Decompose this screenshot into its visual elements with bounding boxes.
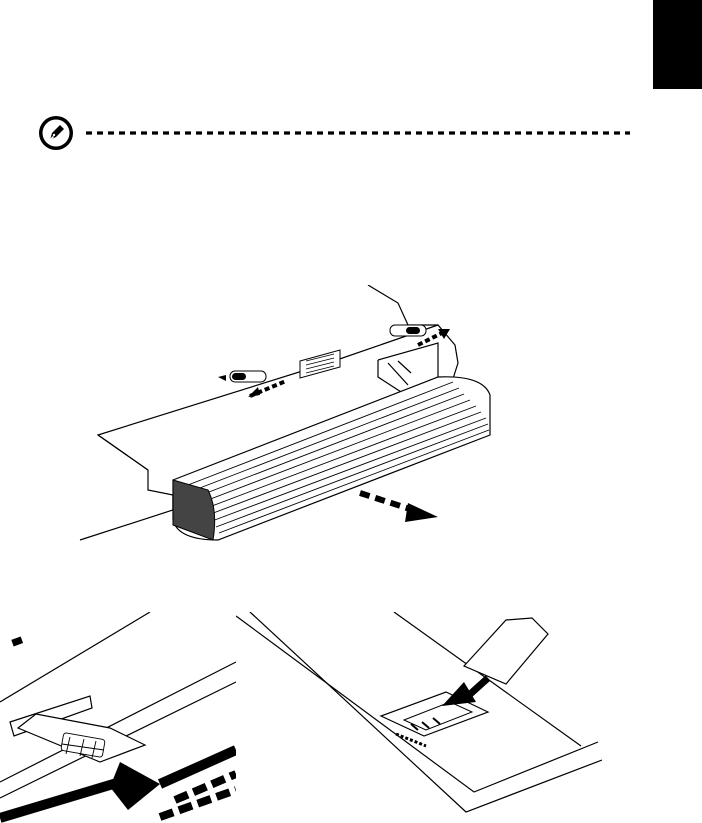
note-header (36, 113, 606, 153)
removal-arrow (360, 493, 438, 522)
language-side-tab (653, 0, 702, 89)
battery-pack (173, 377, 490, 540)
note-dotted-rule (84, 130, 632, 136)
sim-card (18, 714, 145, 762)
insert-arrow (0, 750, 236, 818)
battery-removal-illustration (78, 285, 500, 545)
note-pen-icon (36, 113, 76, 153)
insert-arrow (442, 678, 488, 706)
sim-card-slot-illustration (0, 612, 236, 823)
sim-card (464, 618, 548, 684)
battery-lock-latch (218, 371, 286, 397)
battery-connector (300, 350, 340, 378)
sim-card-insertion-illustration (236, 612, 602, 823)
